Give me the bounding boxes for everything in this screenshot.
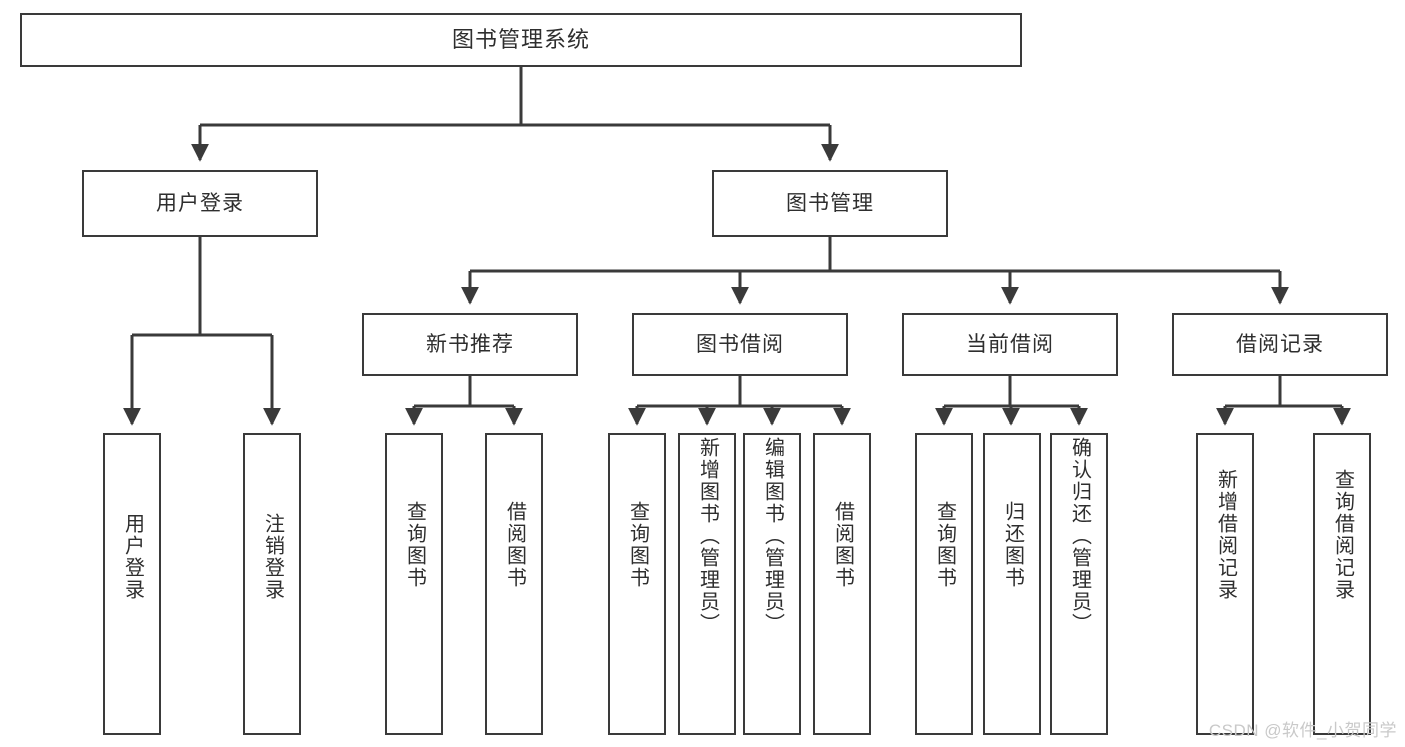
node-root-system[interactable]: 图书管理系统 (20, 13, 1022, 67)
node-user-login[interactable]: 用户登录 (82, 170, 318, 237)
leaf-user-login-logout[interactable]: 注销登录 (243, 433, 301, 735)
node-label: 归还图书 (1001, 501, 1024, 589)
node-label: 编辑图书（管理员） (761, 437, 784, 635)
node-book-borrow[interactable]: 图书借阅 (632, 313, 848, 376)
leaf-book-borrow-query[interactable]: 查询图书 (608, 433, 666, 735)
leaf-book-borrow-borrow[interactable]: 借阅图书 (813, 433, 871, 735)
leaf-borrow-record-add[interactable]: 新增借阅记录 (1196, 433, 1254, 735)
node-label: 查询借阅记录 (1331, 469, 1354, 601)
node-label: 用户登录 (121, 513, 144, 601)
node-label: 借阅图书 (503, 501, 526, 589)
node-label: 新增图书（管理员） (696, 437, 719, 635)
leaf-book-borrow-add[interactable]: 新增图书（管理员） (678, 433, 736, 735)
node-label: 确认归还（管理员） (1068, 437, 1091, 635)
node-label: 图书管理 (786, 191, 874, 215)
node-label: 查询图书 (626, 501, 649, 589)
node-label: 新书推荐 (426, 332, 514, 356)
node-label: 查询图书 (933, 501, 956, 589)
node-label: 用户登录 (156, 191, 244, 215)
node-label: 当前借阅 (966, 332, 1054, 356)
watermark: CSDN @软件_小贺同学 (1208, 721, 1397, 740)
leaf-current-borrow-query[interactable]: 查询图书 (915, 433, 973, 735)
node-label: 新增借阅记录 (1214, 469, 1237, 601)
node-label: 借阅记录 (1236, 332, 1324, 356)
node-book-management[interactable]: 图书管理 (712, 170, 948, 237)
leaf-current-borrow-confirm-return[interactable]: 确认归还（管理员） (1050, 433, 1108, 735)
node-label: 图书管理系统 (451, 26, 590, 52)
leaf-book-borrow-edit[interactable]: 编辑图书（管理员） (743, 433, 801, 735)
leaf-user-login-login[interactable]: 用户登录 (103, 433, 161, 735)
node-label: 查询图书 (403, 501, 426, 589)
leaf-borrow-record-query[interactable]: 查询借阅记录 (1313, 433, 1371, 735)
leaf-current-borrow-return[interactable]: 归还图书 (983, 433, 1041, 735)
node-label: 图书借阅 (696, 332, 784, 356)
node-borrow-record[interactable]: 借阅记录 (1172, 313, 1388, 376)
node-current-borrow[interactable]: 当前借阅 (902, 313, 1118, 376)
leaf-new-book-query[interactable]: 查询图书 (385, 433, 443, 735)
node-new-book-recommend[interactable]: 新书推荐 (362, 313, 578, 376)
node-label: 注销登录 (261, 513, 284, 601)
leaf-new-book-borrow[interactable]: 借阅图书 (485, 433, 543, 735)
node-label: 借阅图书 (831, 501, 854, 589)
